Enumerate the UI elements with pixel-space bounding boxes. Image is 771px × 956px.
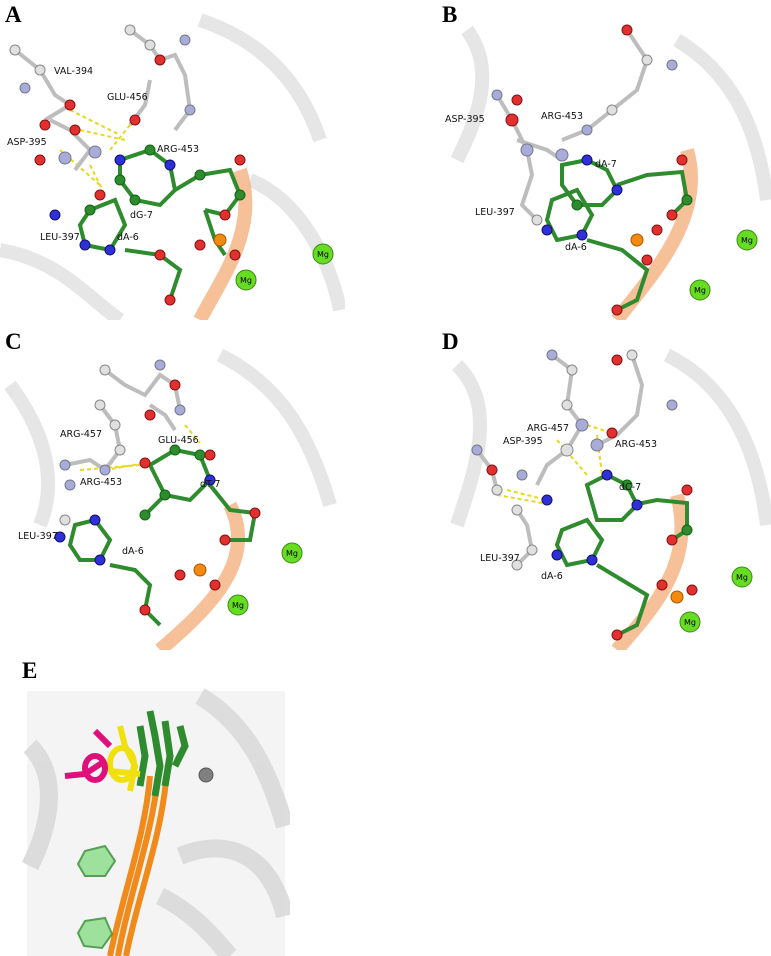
mg-label: Mg	[317, 250, 329, 259]
protein-cartoon-background	[4, 348, 337, 528]
label-glu-456: GLU-456	[107, 92, 148, 103]
panel-letter: E	[22, 658, 38, 683]
panel-letter: D	[442, 329, 459, 354]
panel-letter: C	[5, 329, 22, 354]
label-arg-453: ARG-453	[615, 439, 657, 450]
label-da-7: dA-7	[595, 159, 617, 170]
label-dt-7: dT-7	[200, 479, 220, 490]
dna-backbone	[155, 501, 246, 650]
panel-e-structure	[0, 656, 290, 956]
mg-label: Mg	[232, 601, 244, 610]
label-arg-453: ARG-453	[157, 144, 199, 155]
panel-letter: B	[442, 2, 458, 27]
mg-label: Mg	[286, 549, 298, 558]
mg-label: Mg	[741, 236, 753, 245]
label-dc-7: dC-7	[619, 482, 641, 493]
pose-yellow	[107, 725, 141, 792]
label-asp-395: ASP-395	[7, 137, 47, 148]
label-arg-453: ARG-453	[80, 477, 122, 488]
label-arg-457: ARG-457	[527, 423, 569, 434]
panel-letter: A	[5, 2, 22, 27]
protein-cartoon-background	[21, 688, 290, 956]
protein-cartoon-background	[450, 25, 771, 201]
label-da-6: dA-6	[122, 546, 144, 557]
magnesium-ion: Mg	[689, 279, 711, 301]
label-da-6: dA-6	[541, 571, 563, 582]
atoms	[491, 24, 693, 316]
label-arg-457: ARG-457	[60, 429, 102, 440]
panel-c: ARG-457 GLU-456 ARG-453 dT-7 LEU-397 dA-…	[0, 325, 345, 650]
label-dg-7: dG-7	[130, 210, 153, 221]
panel-a: VAL-394 GLU-456 ASP-395 ARG-453 dG-7 LEU…	[0, 0, 345, 320]
label-arg-453: ARG-453	[541, 111, 583, 122]
panel-b: ASP-395 ARG-453 dA-7 LEU-397 dA-6 Mg Mg …	[437, 0, 771, 320]
mg-label: Mg	[240, 276, 252, 285]
hbond-lines	[79, 424, 201, 471]
panel-b-structure: ASP-395 ARG-453 dA-7 LEU-397 dA-6 Mg Mg	[437, 0, 771, 320]
protein-cartoon-background	[0, 13, 345, 320]
panel-e: E	[0, 656, 290, 956]
panel-d: ARG-457 ASP-395 ARG-453 dC-7 LEU-397 dA-…	[437, 325, 771, 650]
label-da-6: dA-6	[565, 242, 587, 253]
magnesium-ion: Mg	[235, 269, 257, 291]
label-glu-456: GLU-456	[158, 435, 199, 446]
protein-sticks	[64, 368, 182, 472]
atoms	[471, 349, 698, 641]
magnesium-ion: Mg	[679, 611, 701, 633]
mg-label: Mg	[684, 618, 696, 627]
magnesium-ion: Mg	[227, 594, 249, 616]
panel-a-structure: VAL-394 GLU-456 ASP-395 ARG-453 dG-7 LEU…	[0, 0, 345, 320]
magnesium-ion: Mg	[281, 542, 303, 564]
pose-magenta	[64, 728, 113, 783]
magnesium-ion: Mg	[736, 229, 758, 251]
label-leu-397: LEU-397	[18, 531, 58, 542]
atoms	[9, 24, 246, 306]
pose-green	[136, 710, 189, 797]
label-val-394: VAL-394	[54, 66, 93, 77]
nucleotide-sticks	[544, 157, 690, 312]
panel-c-structure: ARG-457 GLU-456 ARG-453 dT-7 LEU-397 dA-…	[0, 325, 345, 650]
mg-label: Mg	[694, 286, 706, 295]
label-asp-395: ASP-395	[445, 114, 485, 125]
magnesium-ion: Mg	[731, 566, 753, 588]
label-leu-397: LEU-397	[40, 232, 80, 243]
label-leu-397: LEU-397	[480, 553, 520, 564]
dna-backbone-bundle	[107, 775, 169, 956]
label-leu-397: LEU-397	[475, 207, 515, 218]
label-da-6: dA-6	[117, 232, 139, 243]
atoms	[54, 359, 261, 616]
mg-label: Mg	[736, 573, 748, 582]
panel-d-structure: ARG-457 ASP-395 ARG-453 dC-7 LEU-397 dA-…	[437, 325, 771, 650]
metal-ion	[198, 767, 214, 783]
label-asp-395: ASP-395	[503, 436, 543, 447]
magnesium-ion: Mg	[312, 243, 334, 265]
protein-cartoon-background	[450, 348, 771, 528]
base-rings	[76, 844, 117, 950]
